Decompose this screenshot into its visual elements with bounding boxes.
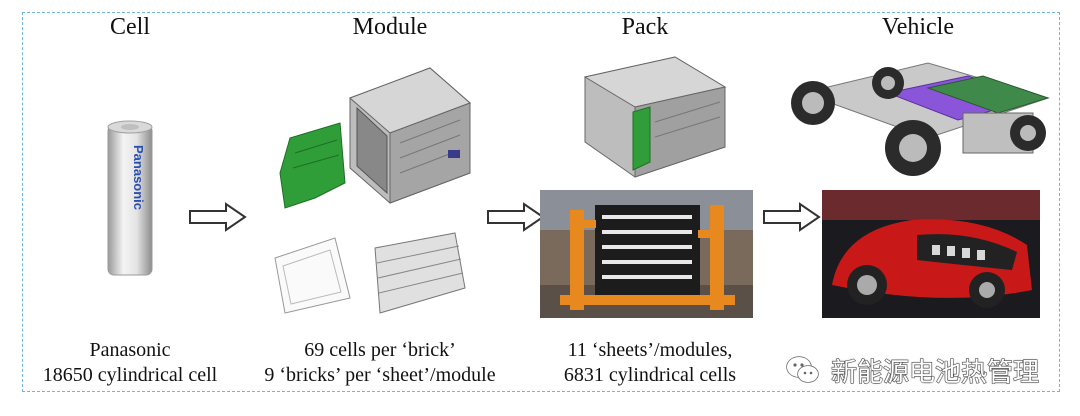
wechat-logo-icon bbox=[786, 356, 819, 383]
pack-caption: 11 ‘sheets’/modules, 6831 cylindrical ce… bbox=[540, 338, 760, 388]
module-caption-line-1: 69 cells per ‘brick’ bbox=[304, 339, 456, 361]
module-caption: 69 cells per ‘brick’ 9 ‘bricks’ per ‘she… bbox=[242, 338, 518, 388]
pack-caption-line-1: 11 ‘sheets’/modules, bbox=[567, 339, 733, 361]
watermark: 新能源电池热管理 bbox=[785, 350, 1040, 390]
hollow-right-arrow-icon bbox=[189, 202, 247, 232]
cylindrical-cell-image: Panasonic bbox=[107, 120, 153, 276]
cell-caption-line-1: Panasonic bbox=[89, 339, 171, 361]
stage-title-module: Module bbox=[352, 14, 428, 40]
brick-sheet-sketch bbox=[274, 232, 466, 314]
cell-caption: Panasonic 18650 cylindrical cell bbox=[30, 338, 230, 388]
vehicle-chassis-image bbox=[791, 62, 1050, 176]
pack-caption-line-2: 6831 cylindrical cells bbox=[563, 364, 737, 386]
stage-title-vehicle: Vehicle bbox=[882, 14, 954, 40]
cell-brand-label: Panasonic bbox=[131, 145, 146, 210]
module-caption-line-2: 9 ‘bricks’ per ‘sheet’/module bbox=[264, 364, 496, 386]
red-car-photo bbox=[822, 190, 1040, 318]
pack-housing-image bbox=[583, 56, 727, 178]
stage-title-cell: Cell bbox=[110, 14, 150, 40]
module-assembly-image bbox=[279, 67, 471, 209]
stage-title-pack: Pack bbox=[621, 14, 669, 40]
watermark-text: 新能源电池热管理 bbox=[830, 357, 1040, 388]
hollow-right-arrow-icon bbox=[487, 202, 545, 232]
pack-photo bbox=[540, 190, 753, 318]
hollow-right-arrow-icon bbox=[763, 202, 821, 232]
cell-caption-line-2: 18650 cylindrical cell bbox=[42, 364, 218, 386]
diagram-frame bbox=[22, 12, 1060, 392]
